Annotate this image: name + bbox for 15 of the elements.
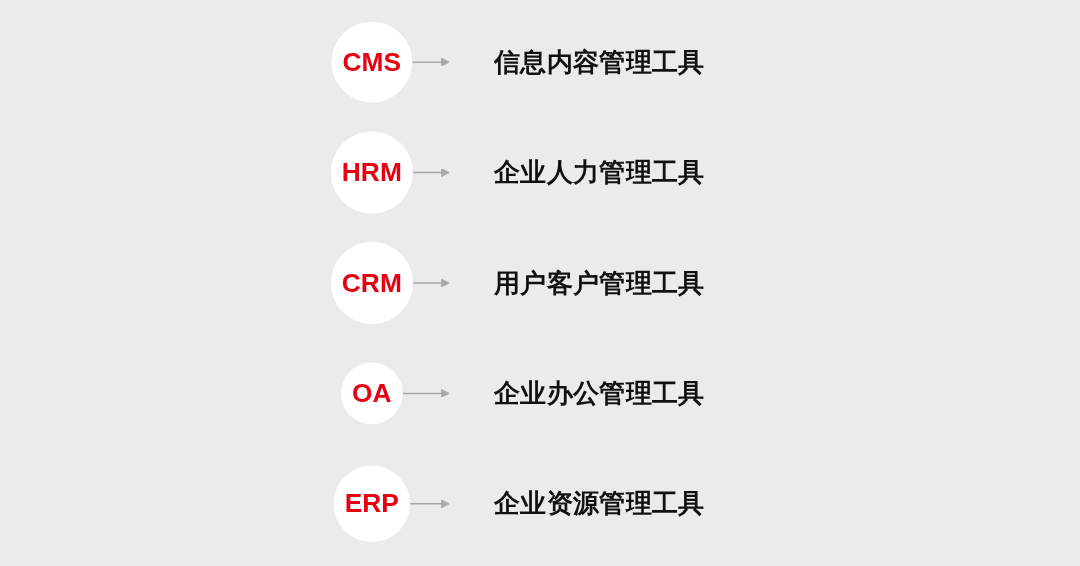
- arrow: [411, 57, 450, 67]
- node-circle: OA: [340, 362, 403, 425]
- node-text: 用户客户管理工具: [494, 267, 705, 298]
- arrow: [412, 278, 450, 288]
- node-text: 企业人力管理工具: [494, 156, 705, 188]
- node-text: 信息内容管理工具: [494, 46, 705, 77]
- arrow: [409, 499, 450, 509]
- node-circle: CRM: [330, 241, 413, 325]
- node-circle: ERP: [333, 465, 411, 543]
- node-circle: HRM: [330, 131, 413, 214]
- node-text: 企业办公管理工具: [494, 377, 705, 409]
- arrow: [412, 168, 450, 178]
- node-circle: CMS: [331, 21, 413, 103]
- arrow: [401, 388, 450, 398]
- node-text: 企业资源管理工具: [494, 488, 705, 519]
